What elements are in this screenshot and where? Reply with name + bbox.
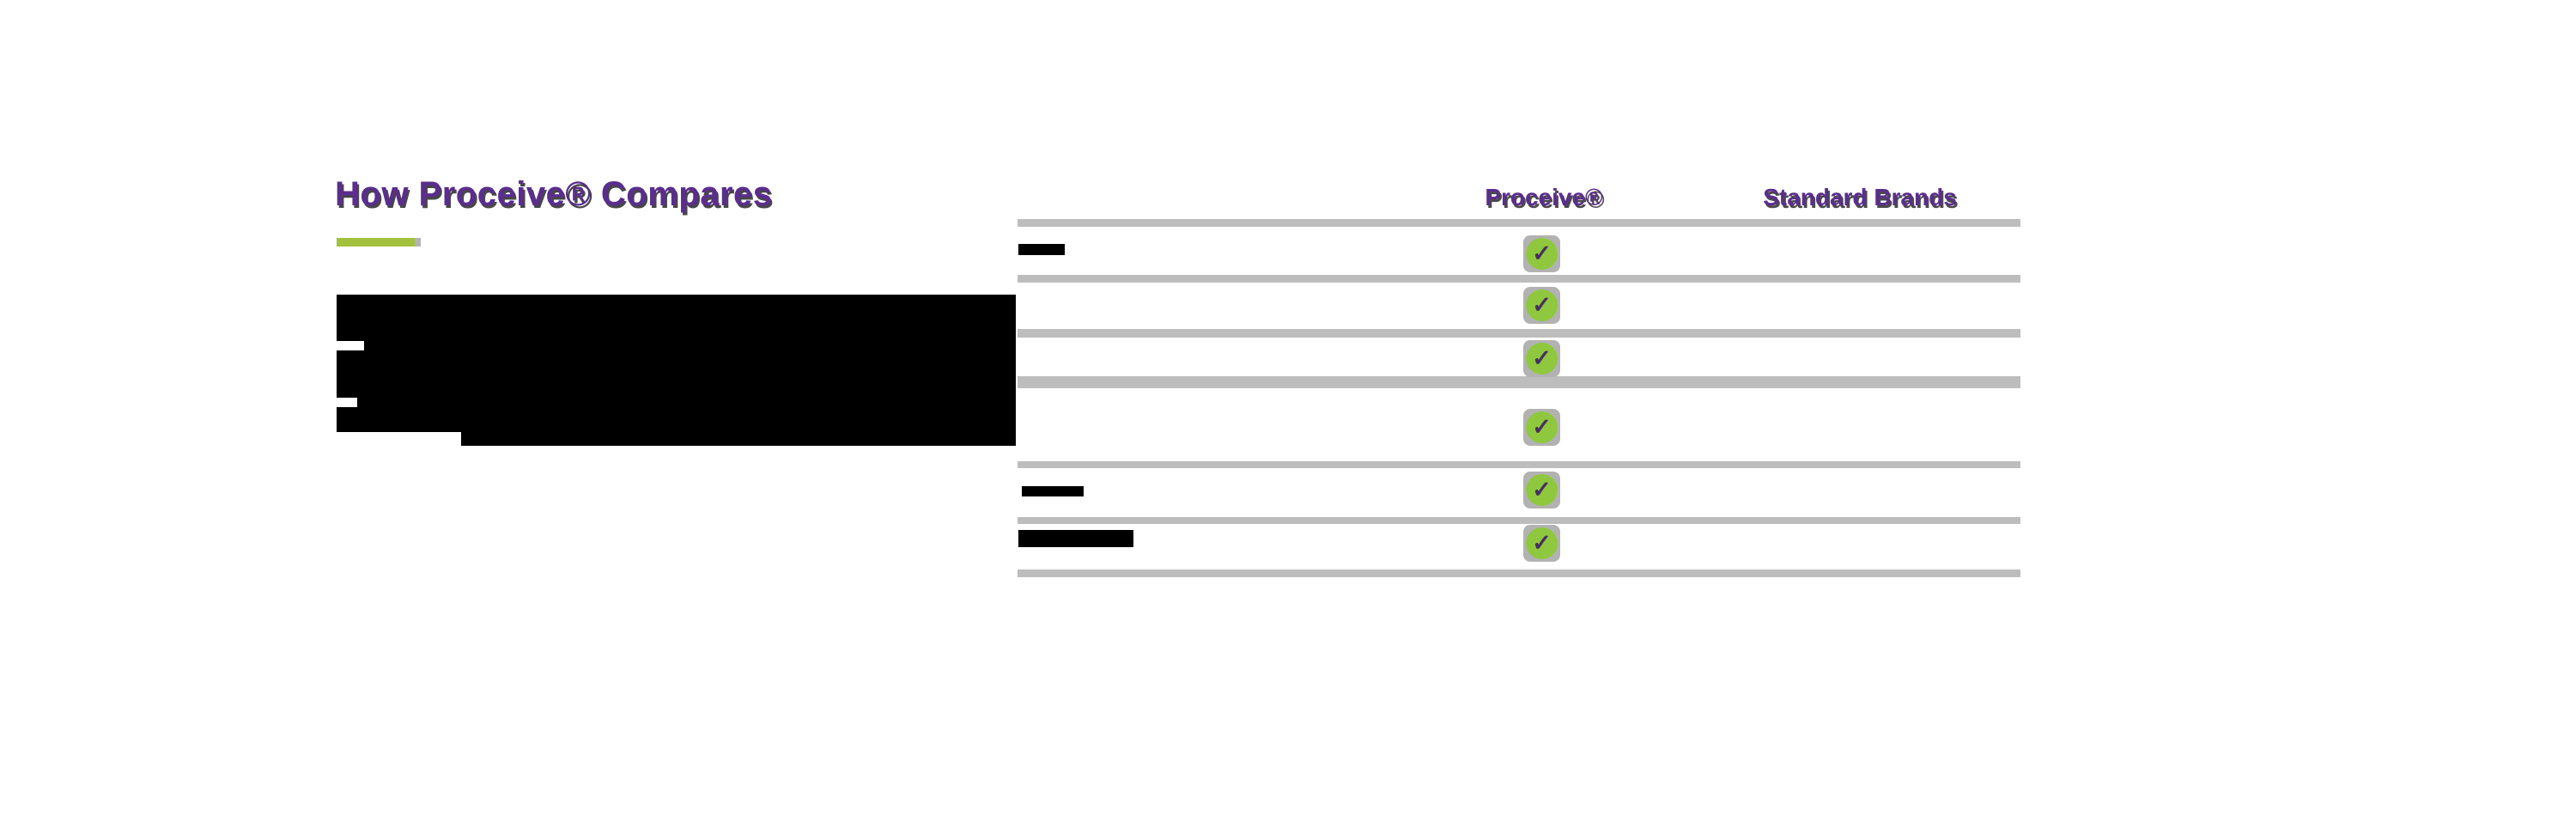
row-divider [1018, 275, 2020, 283]
paragraph-line-gap [337, 341, 364, 350]
column-header-standard-brands: Standard Brands [1763, 184, 1957, 210]
check-icon: ✓ [1526, 238, 1558, 270]
redacted-feature-text [1018, 530, 1133, 547]
included-check-badge: ✓ [1523, 340, 1560, 377]
row-divider [1018, 376, 2020, 388]
included-check-badge: ✓ [1523, 409, 1560, 446]
title-underline-green [337, 238, 415, 247]
page-title: How Proceive® Compares [335, 175, 773, 213]
redacted-text-block [461, 432, 1016, 446]
title-underline-gray [415, 238, 421, 247]
row-divider [1018, 329, 2020, 338]
redacted-feature-text [1022, 486, 1084, 496]
included-check-badge: ✓ [1523, 472, 1560, 508]
paragraph-line-gap [337, 398, 357, 407]
check-icon: ✓ [1526, 343, 1558, 375]
redacted-feature-text [1018, 244, 1065, 255]
row-divider [1018, 569, 2020, 577]
comparison-table: Proceive® Standard Brands ✓ ✓ ✓ ✓ ✓ ✓ [1018, 172, 2024, 584]
check-icon: ✓ [1526, 289, 1558, 321]
row-divider [1018, 517, 2020, 524]
included-check-badge: ✓ [1523, 235, 1560, 272]
check-icon: ✓ [1526, 411, 1558, 443]
row-divider [1018, 219, 2020, 227]
redacted-text-block [337, 295, 1016, 432]
check-icon: ✓ [1526, 527, 1558, 559]
check-icon: ✓ [1526, 474, 1558, 506]
included-check-badge: ✓ [1523, 287, 1560, 324]
included-check-badge: ✓ [1523, 525, 1560, 562]
column-header-proceive: Proceive® [1485, 184, 1603, 210]
row-divider [1018, 461, 2020, 468]
